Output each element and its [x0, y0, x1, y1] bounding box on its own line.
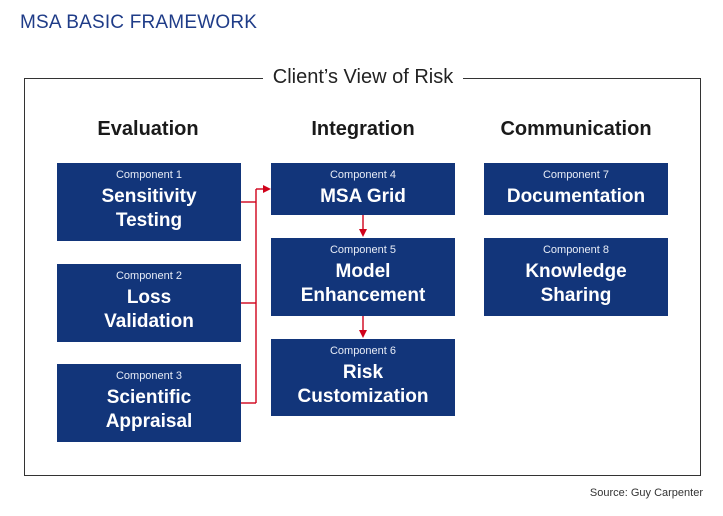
component-number: Component 6: [329, 345, 397, 357]
component-name-line2: Appraisal: [105, 411, 193, 432]
component-box-1: Component 1 Sensitivity Testing: [57, 163, 241, 241]
component-box-7: Component 7 Documentation: [484, 163, 668, 215]
page-title: MSA BASIC FRAMEWORK: [20, 12, 258, 33]
component-name-line2: Validation: [104, 311, 194, 332]
column-heading-communication: Communication: [500, 118, 652, 140]
component-number: Component 4: [329, 169, 397, 181]
component-name-line2: Testing: [115, 210, 183, 231]
component-number: Component 1: [115, 169, 183, 181]
component-name-line2: Sharing: [540, 285, 612, 306]
component-name-line1: Documentation: [506, 186, 646, 207]
component-name-line1: Knowledge: [525, 261, 627, 282]
frame-label: Client’s View of Risk: [263, 63, 463, 91]
component-box-2: Component 2 Loss Validation: [57, 264, 241, 342]
column-heading-evaluation: Evaluation: [97, 118, 199, 140]
component-box-8: Component 8 Knowledge Sharing: [484, 238, 668, 316]
component-number: Component 7: [542, 169, 610, 181]
component-box-5: Component 5 Model Enhancement: [271, 238, 455, 316]
component-number: Component 2: [115, 270, 183, 282]
component-number: Component 3: [115, 370, 183, 382]
component-name-line1: Sensitivity: [101, 186, 197, 207]
component-name-line1: Risk: [342, 362, 384, 383]
component-name-line1: Loss: [126, 287, 172, 308]
component-name-line2: Customization: [297, 386, 429, 407]
component-name-line1: Scientific: [106, 387, 192, 408]
component-box-3: Component 3 Scientific Appraisal: [57, 364, 241, 442]
component-name-line1: MSA Grid: [320, 186, 406, 207]
component-name-line1: Model: [335, 261, 391, 282]
source-note: Source: Guy Carpenter: [589, 487, 703, 499]
component-number: Component 8: [542, 244, 610, 256]
component-box-4: Component 4 MSA Grid: [271, 163, 455, 215]
component-box-6: Component 6 Risk Customization: [271, 339, 455, 416]
component-number: Component 5: [329, 244, 397, 256]
column-heading-integration: Integration: [311, 118, 415, 140]
component-name-line2: Enhancement: [300, 285, 426, 306]
